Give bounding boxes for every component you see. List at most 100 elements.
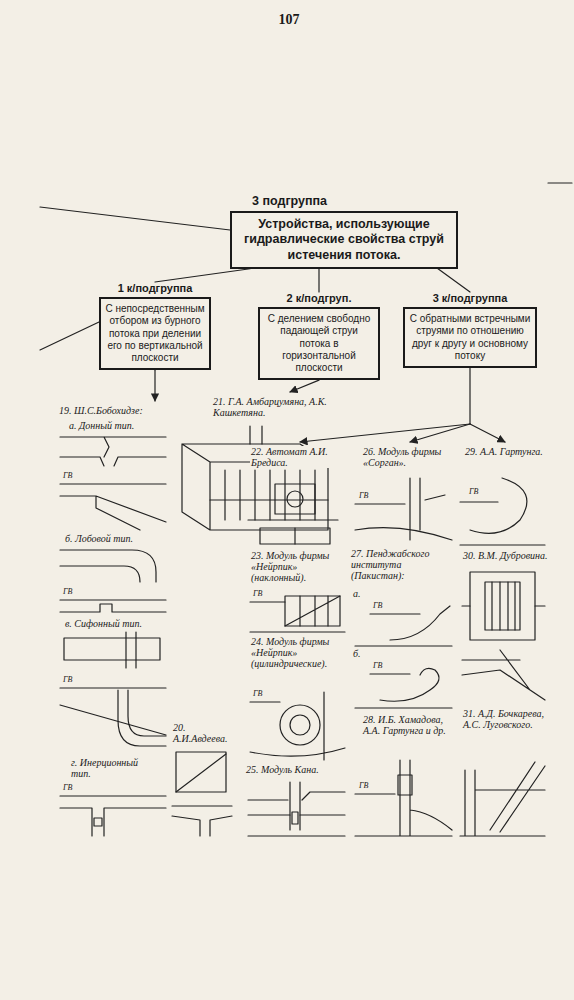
- sketch-19a: [60, 437, 166, 530]
- figure-caption: 21. Г.А. Амбарцумяна, А.К. Кашкетяна.: [212, 396, 336, 418]
- sketch-line: [176, 752, 226, 792]
- page-number: 107: [270, 12, 308, 27]
- figure-caption: 31. А.Д. Бочкарева, А.С. Луговского.: [462, 708, 550, 730]
- figure-caption: 23. Модуль фирмы «Нейрпик» (наклонный).: [250, 550, 348, 583]
- sketch-line: [64, 638, 160, 660]
- pointer-arrow: [469, 368, 470, 424]
- sketch-line: [60, 796, 166, 836]
- group-text: С обратными встречными струями по отноше…: [403, 307, 537, 368]
- sketch-line: [250, 692, 345, 760]
- pointer-arrow: [410, 424, 470, 442]
- group-text: С непосредственным отбором из бурного по…: [99, 297, 211, 370]
- water-level-mark: ГВ: [358, 492, 369, 501]
- water-level-mark: ГВ: [372, 602, 383, 611]
- sketch-line: [355, 760, 452, 836]
- sketch-line: [248, 519, 338, 520]
- sketch-line: [250, 701, 280, 702]
- figure-caption: 28. И.Б. Хамадова, А.А. Гартунга и др.: [362, 714, 456, 736]
- sketch-28: [355, 760, 452, 836]
- sketch-line: [210, 470, 328, 520]
- sketch-line: [260, 528, 330, 544]
- sketch-line: [60, 437, 166, 466]
- group-box: 2 к/подгруп.С делением свободно падающей…: [258, 292, 380, 380]
- sketch-19g: [60, 796, 166, 836]
- connector-line: [318, 269, 319, 292]
- group-text: С делением свободно падающей струи поток…: [258, 307, 380, 380]
- sketch-line: [60, 550, 156, 582]
- figure-caption: 20. А.И.Авдеева.: [172, 722, 236, 744]
- group-box: 1 к/подгруппаС непосредственным отбором …: [99, 282, 211, 370]
- sketch-29: [460, 478, 545, 545]
- sketch-line: [172, 806, 232, 836]
- connector-line: [438, 269, 470, 292]
- sketch-line: [287, 491, 303, 507]
- edge-group: [155, 269, 470, 292]
- sketch-20: [172, 752, 232, 836]
- group-heading: 1 к/подгруппа: [99, 282, 211, 297]
- figure-caption: 24. Модуль фирмы «Нейрпик» (цилиндрическ…: [250, 636, 348, 669]
- pointer-arrow: [470, 424, 505, 442]
- sketch-line: [398, 775, 412, 795]
- sketch-19b: [60, 550, 166, 612]
- sketch-line: [248, 782, 345, 836]
- sketch-line: [460, 762, 545, 836]
- sketch-27a: [355, 606, 452, 646]
- water-level-mark: ГВ: [468, 488, 479, 497]
- water-level-mark: ГВ: [358, 782, 369, 791]
- sketch-25: [248, 782, 345, 836]
- sketch-line: [290, 715, 310, 735]
- figure-caption: 25. Модуль Кана.: [245, 764, 347, 775]
- figure-caption: б.: [352, 648, 370, 659]
- water-level-mark: ГВ: [252, 690, 263, 699]
- sketch-line: [250, 426, 262, 444]
- group-text: Устройства, использующие гидравлические …: [230, 211, 458, 269]
- sketch-line: [355, 668, 452, 708]
- group-heading: 2 к/подгруп.: [258, 292, 380, 307]
- water-level-mark: ГВ: [62, 676, 73, 685]
- sketch-line: [60, 496, 166, 530]
- figure-caption: 19. Ш.С.Бобохидзе:: [58, 405, 172, 416]
- figure-caption: б. Лобовой тип.: [64, 533, 168, 544]
- water-level-mark: ГВ: [62, 588, 73, 597]
- water-level-mark: ГВ: [252, 590, 263, 599]
- figure-caption: а.: [352, 588, 370, 599]
- sketch-line: [40, 207, 230, 230]
- sketch-line: [176, 754, 226, 792]
- sketch-line: [462, 582, 545, 630]
- sketch-line: [355, 606, 452, 646]
- sketch-line: [280, 705, 320, 745]
- sketch-line: [94, 818, 102, 826]
- sketch-27b: [355, 668, 452, 708]
- sketch-line: [60, 483, 166, 484]
- pointer-arrow: [290, 380, 319, 392]
- sketch-31: [460, 762, 545, 836]
- water-level-mark: ГВ: [372, 662, 383, 671]
- sketch-line: [470, 572, 535, 640]
- figure-caption: в. Сифонный тип.: [64, 618, 168, 629]
- figure-caption: а. Донный тип.: [68, 420, 168, 431]
- sketch-26: [355, 478, 452, 540]
- group-box: 3 подгруппаУстройства, использующие гидр…: [230, 194, 458, 269]
- water-level-mark: ГВ: [62, 472, 73, 481]
- sketch-line: [40, 322, 99, 350]
- figure-caption: г. Инерционный тип.: [70, 757, 146, 779]
- sketch-24: [250, 692, 345, 760]
- sketch-line: [60, 688, 166, 735]
- water-level-mark: ГВ: [62, 784, 73, 793]
- sketch-line: [126, 632, 136, 668]
- group-heading: 3 подгруппа: [230, 194, 458, 211]
- sketch-30: [462, 572, 545, 700]
- sketch-line: [250, 596, 345, 632]
- figure-caption: 22. Автомат А.И. Бредиса.: [250, 446, 346, 468]
- sketch-line: [294, 528, 295, 544]
- sketch-line: [250, 601, 285, 602]
- figure-caption: 30. В.М. Дубровина.: [462, 550, 550, 561]
- group-heading: 3 к/подгруппа: [403, 292, 537, 307]
- pointer-arrow: [300, 424, 470, 442]
- sketch-line: [548, 182, 572, 183]
- sketch-line: [60, 600, 166, 612]
- figure-caption: 27. Пенджабского института (Пакистан):: [350, 548, 458, 581]
